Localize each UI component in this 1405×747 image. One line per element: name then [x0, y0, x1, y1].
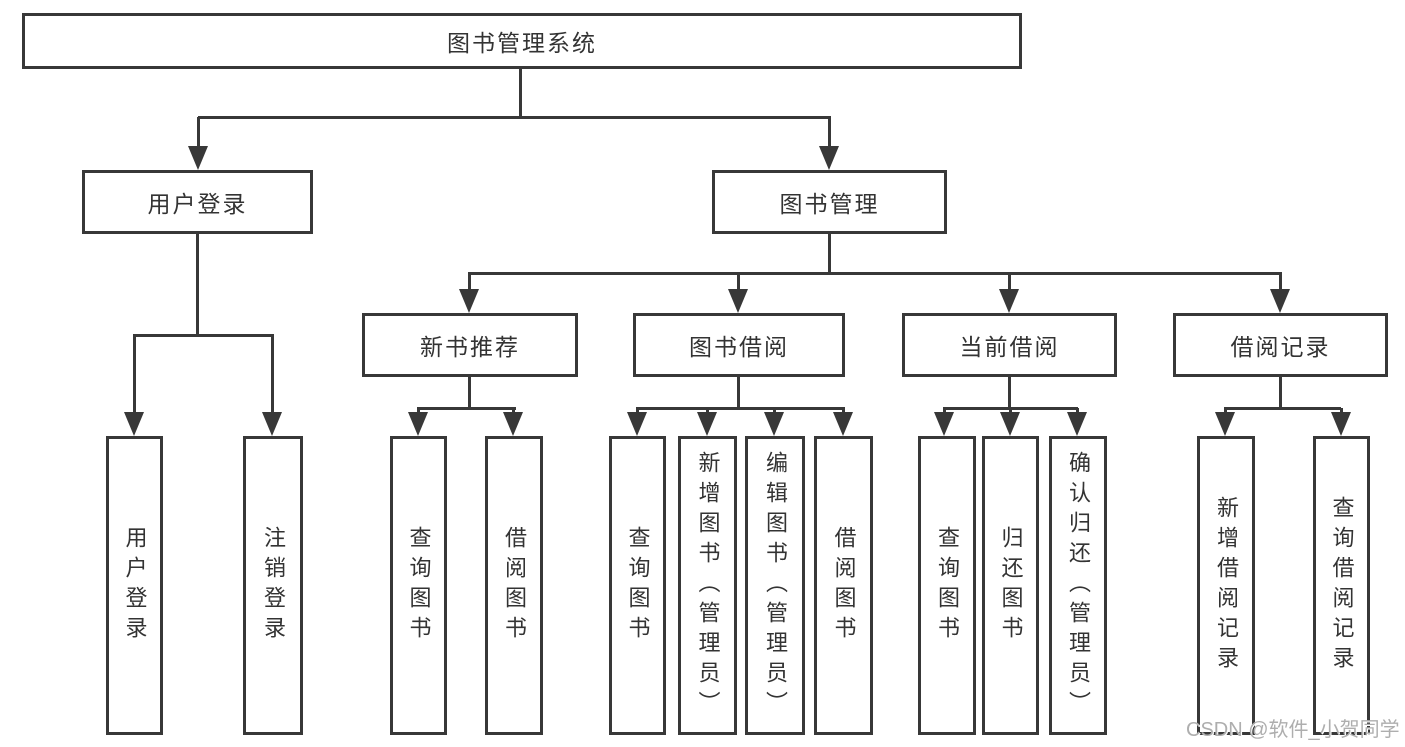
connector-v [468, 273, 471, 292]
arrowhead-down-icon [459, 289, 479, 313]
leaf-query-books-newrec: 查询图书 [390, 436, 447, 735]
arrowhead-down-icon [999, 289, 1019, 313]
leaf-query-books-borrow: 查询图书 [609, 436, 666, 735]
node-label: 图书管理 [779, 191, 880, 217]
leaf-query-borrow-record: 查询借阅记录 [1313, 436, 1370, 735]
node-label: 新书推荐 [420, 334, 520, 360]
leaf-label: 查询借阅记录 [1329, 495, 1355, 676]
leaf-return-books: 归还图书 [982, 436, 1039, 735]
leaf-user-login: 用户登录 [106, 436, 163, 735]
connector-new-book-stub [468, 376, 471, 408]
csdn-watermark: CSDN @软件_小贺同学 [1186, 719, 1400, 741]
leaf-logout: 注销登录 [243, 436, 303, 735]
arrowhead-down-icon [262, 412, 282, 436]
leaf-label: 新增图书（管理员） [695, 450, 721, 721]
connector-new-book-rail [417, 407, 516, 410]
arrowhead-down-icon [833, 412, 853, 436]
node-book-management: 图书管理 [712, 170, 947, 234]
arrowhead-down-icon [627, 412, 647, 436]
arrowhead-down-icon [819, 146, 839, 170]
arrowhead-down-icon [1000, 412, 1020, 436]
node-label: 用户登录 [147, 191, 248, 217]
leaf-confirm-return-admin: 确认归还（管理员） [1049, 436, 1107, 735]
node-borrowing-records: 借阅记录 [1173, 313, 1388, 377]
node-label: 借阅记录 [1230, 334, 1331, 360]
connector-borrow-record-rail [1224, 407, 1341, 410]
leaf-label: 查询图书 [625, 525, 651, 646]
leaf-label: 用户登录 [122, 525, 148, 646]
connector-book-borrow-stub [737, 376, 740, 408]
leaf-label: 注销登录 [261, 525, 286, 646]
arrowhead-down-icon [764, 412, 784, 436]
connector-level2-rail [198, 116, 831, 119]
arrowhead-down-icon [728, 289, 748, 313]
connector-v [737, 273, 740, 292]
leaf-borrow-books-borrow: 借阅图书 [814, 436, 873, 735]
node-current-borrowing: 当前借阅 [902, 313, 1117, 377]
connector-root-stub [519, 69, 522, 117]
connector-v [271, 335, 274, 415]
leaf-label: 编辑图书（管理员） [763, 450, 788, 721]
connector-user-login-rail [133, 334, 274, 337]
leaf-label: 确认归还（管理员） [1066, 450, 1091, 721]
connector-current-borrow-stub [1008, 376, 1011, 408]
leaf-label: 新增借阅记录 [1214, 495, 1239, 676]
leaf-edit-books-admin: 编辑图书（管理员） [745, 436, 805, 735]
connector-v [197, 117, 200, 149]
connector-v [1008, 273, 1011, 292]
node-label: 图书借阅 [689, 334, 789, 360]
connector-level3-rail [468, 272, 1282, 275]
arrowhead-down-icon [934, 412, 954, 436]
connector-book-mgmt-stub [828, 233, 831, 273]
leaf-label: 借阅图书 [502, 525, 527, 646]
connector-v [133, 335, 136, 415]
arrowhead-down-icon [188, 146, 208, 170]
arrowhead-down-icon [697, 412, 717, 436]
node-new-book-recommend: 新书推荐 [362, 313, 578, 377]
connector-v [828, 117, 831, 149]
leaf-query-books-current: 查询图书 [918, 436, 976, 735]
leaf-add-borrow-record: 新增借阅记录 [1197, 436, 1255, 735]
node-label: 图书管理系统 [447, 30, 597, 56]
node-book-borrowing: 图书借阅 [633, 313, 845, 377]
arrowhead-down-icon [124, 412, 144, 436]
leaf-borrow-books-newrec: 借阅图书 [485, 436, 543, 735]
leaf-add-books-admin: 新增图书（管理员） [678, 436, 737, 735]
arrowhead-down-icon [1215, 412, 1235, 436]
leaf-label: 归还图书 [998, 525, 1024, 646]
arrowhead-down-icon [408, 412, 428, 436]
connector-user-login-stub [196, 233, 199, 335]
arrowhead-down-icon [1270, 289, 1290, 313]
node-library-system: 图书管理系统 [22, 13, 1022, 69]
leaf-label: 查询图书 [935, 525, 960, 646]
arrowhead-down-icon [1331, 412, 1351, 436]
connector-borrow-record-stub [1279, 376, 1282, 408]
leaf-label: 借阅图书 [831, 525, 857, 646]
connector-v [1279, 273, 1282, 292]
node-label: 当前借阅 [959, 334, 1060, 360]
arrowhead-down-icon [1067, 412, 1087, 436]
node-user-login: 用户登录 [82, 170, 313, 234]
arrowhead-down-icon [503, 412, 523, 436]
connector-book-borrow-rail [636, 407, 845, 410]
leaf-label: 查询图书 [406, 525, 432, 646]
